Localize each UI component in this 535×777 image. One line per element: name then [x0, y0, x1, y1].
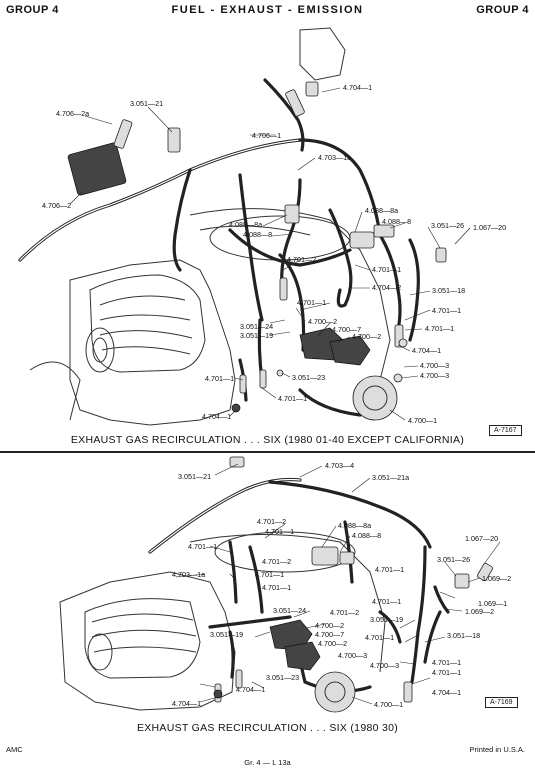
engine-block-2	[59, 531, 386, 711]
header-group-right: GROUP 4	[476, 4, 529, 16]
footer-brand: AMC	[6, 745, 23, 754]
label-4-704-1-b: 4.704—1	[412, 346, 441, 355]
thermal-vacuum-switch	[349, 231, 375, 249]
egr-components-2	[213, 456, 493, 713]
label-4-088-8a-2: 4.088—8a	[229, 220, 262, 229]
label2-4-701-2-c: 4.701—2	[330, 608, 359, 617]
label2-4-700-3: 4.700—3	[338, 651, 367, 660]
label-4-700-1: 4.700—1	[408, 416, 437, 425]
label-4-701-1-b: 4.701—1	[297, 298, 326, 307]
egr-valve	[352, 375, 398, 421]
part-labels: 4.704—1 3.051—21 4.706—2a 4.706—1 4.703—…	[42, 83, 506, 425]
label2-3-051-21a: 3.051—21a	[372, 473, 409, 482]
label2-4-700-1: 4.700—1	[374, 700, 403, 709]
label-4-701-1-f: 4.701—1	[278, 394, 307, 403]
egr-illustration-1: 4.704—1 3.051—21 4.706—2a 4.706—1 4.703—…	[18, 27, 506, 426]
header-title: FUEL - EXHAUST - EMISSION	[171, 4, 364, 16]
caption-diagram-1: EXHAUST GAS RECIRCULATION . . . SIX (198…	[70, 434, 465, 446]
label2-4-704-1: 4.704—1	[236, 685, 265, 694]
label2-4-701-1-i: 4.701—1	[432, 668, 461, 677]
label2-4-701-1-e: 4.701—1	[375, 565, 404, 574]
thermal-vacuum-switch-2	[311, 546, 339, 566]
section-divider	[0, 451, 535, 453]
label-4-701-2: 4.701—2	[287, 255, 316, 264]
label2-3-051-19-b: 3.051—19	[370, 615, 403, 624]
label-4-701-1-c: 4.701—1	[432, 306, 461, 315]
label2-4-701-1-f: 4.701—1	[372, 597, 401, 606]
label2-4-701-1-b: 4.701—1	[188, 542, 217, 551]
label2-4-700-2-b: 4.700—2	[318, 639, 347, 648]
egr-diagram-1980-30: 4.703—4 3.051—21 3.051—21a 4.701—2 4.701…	[0, 452, 535, 732]
label2-4-700-7: 4.700—7	[315, 630, 344, 639]
label-4-706-1: 4.706—1	[252, 131, 281, 140]
label-4-088-8a: 4.088—8a	[365, 206, 398, 215]
label-1-067-20: 1.067—20	[473, 223, 506, 232]
label-4-706-2a: 4.706—2a	[56, 109, 89, 118]
label2-4-703-1a: 4.703—1a	[172, 570, 205, 579]
egr-valve-2	[314, 671, 356, 713]
label2-4-701-2: 4.701—2	[257, 517, 286, 526]
label2-4-088-8: 4.088—8	[352, 531, 381, 540]
label-3-051-19: 3.051—19	[240, 331, 273, 340]
label2-3-051-23: 3.051—23	[266, 673, 299, 682]
label2-3-051-19: 3.051—19	[210, 630, 243, 639]
label-4-700-7: 4.700—7	[332, 325, 361, 334]
label-3-051-23: 3.051—23	[292, 373, 325, 382]
label-4-088-8-2: 4.088—8	[243, 230, 272, 239]
label-4-703-1a: 4.703—1a	[318, 153, 351, 162]
label2-4-703-4: 4.703—4	[325, 461, 354, 470]
leader-lines	[69, 87, 471, 421]
label-4-700-2: 4.700—2	[308, 317, 337, 326]
label2-4-700-2: 4.700—2	[315, 621, 344, 630]
label-3-051-24: 3.051—24	[240, 322, 273, 331]
figure-ref-1: A-7167	[489, 425, 522, 436]
vacuum-hoses	[18, 78, 420, 417]
label-4-700-2-b: 4.700—2	[352, 332, 381, 341]
label2-4-701-1-h: 4.701—1	[432, 658, 461, 667]
label-4-704-1: 4.704—1	[343, 83, 372, 92]
label2-1-069-1: 1.069—1	[478, 599, 507, 608]
label2-4-701-2-b: 4.701—2	[262, 557, 291, 566]
label-4-701-1-d: 4.701—1	[425, 324, 454, 333]
label2-4-701-1-c: 4.701—1	[255, 570, 284, 579]
label2-1-067-20: 1.067—20	[465, 534, 498, 543]
label2-4-704-1-c: 4.704—1	[172, 699, 201, 708]
egr-illustration-2: 4.703—4 3.051—21 3.051—21a 4.701—2 4.701…	[59, 456, 511, 713]
label-4-700-3: 4.700—3	[420, 361, 449, 370]
leader-lines-2	[175, 463, 501, 705]
header-group-left: GROUP 4	[6, 4, 59, 16]
label2-4-088-8a: 4.088—8a	[338, 521, 371, 530]
label-4-706-2: 4.706—2	[42, 201, 71, 210]
label2-4-701-1-d: 4.701—1	[262, 583, 291, 592]
label-4-700-3-b: 4.700—3	[420, 371, 449, 380]
label2-3-051-26: 3.051—26	[437, 555, 470, 564]
label-4-088-8: 4.088—8	[382, 217, 411, 226]
egr-components	[67, 27, 447, 421]
label-3-051-26: 3.051—26	[431, 221, 464, 230]
label2-3-051-24: 3.051—24	[273, 606, 306, 615]
label2-3-051-18: 3.051—18	[447, 631, 480, 640]
part-labels-2: 4.703—4 3.051—21 3.051—21a 4.701—2 4.701…	[172, 461, 511, 709]
label-4-701-1: 4.701—1	[372, 265, 401, 274]
label-3-051-18: 3.051—18	[432, 286, 465, 295]
label2-1-069-2: 1.069—2	[482, 574, 511, 583]
label2-4-704-1-b: 4.704—1	[432, 688, 461, 697]
label2-4-701-1-g: 4.701—1	[365, 633, 394, 642]
vacuum-switch-block	[67, 142, 127, 196]
caption-diagram-2: EXHAUST GAS RECIRCULATION . . . SIX (198…	[136, 722, 399, 734]
label2-4-700-3-b: 4.700—3	[370, 661, 399, 670]
label2-3-051-21: 3.051—21	[178, 472, 211, 481]
label-4-704-2: 4.704—2	[372, 283, 401, 292]
label-4-701-1-e: 4.701—1	[205, 374, 234, 383]
egr-diagram-non-california: 4.704—1 3.051—21 4.706—2a 4.706—1 4.703—…	[0, 20, 535, 440]
figure-ref-2: A-7169	[485, 697, 518, 708]
footer-printed: Printed in U.S.A.	[469, 745, 525, 754]
label2-4-701-1: 4.701—1	[265, 527, 294, 536]
footer-page-ref: Gr. 4 — L 13a	[244, 758, 291, 767]
label2-1-069-2-b: 1.069—2	[465, 607, 494, 616]
label-4-704-1-c: 4.704—1	[202, 412, 231, 421]
label-3-051-21: 3.051—21	[130, 99, 163, 108]
